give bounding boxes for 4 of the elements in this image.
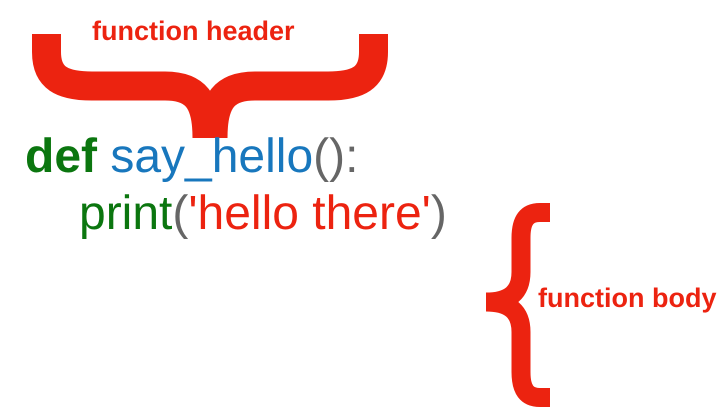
brace-label: function header — [92, 15, 295, 47]
code-line: def say_hello(): — [25, 129, 358, 185]
code-line: print('hello there') — [79, 186, 447, 242]
brace-label: function body — [538, 282, 716, 314]
